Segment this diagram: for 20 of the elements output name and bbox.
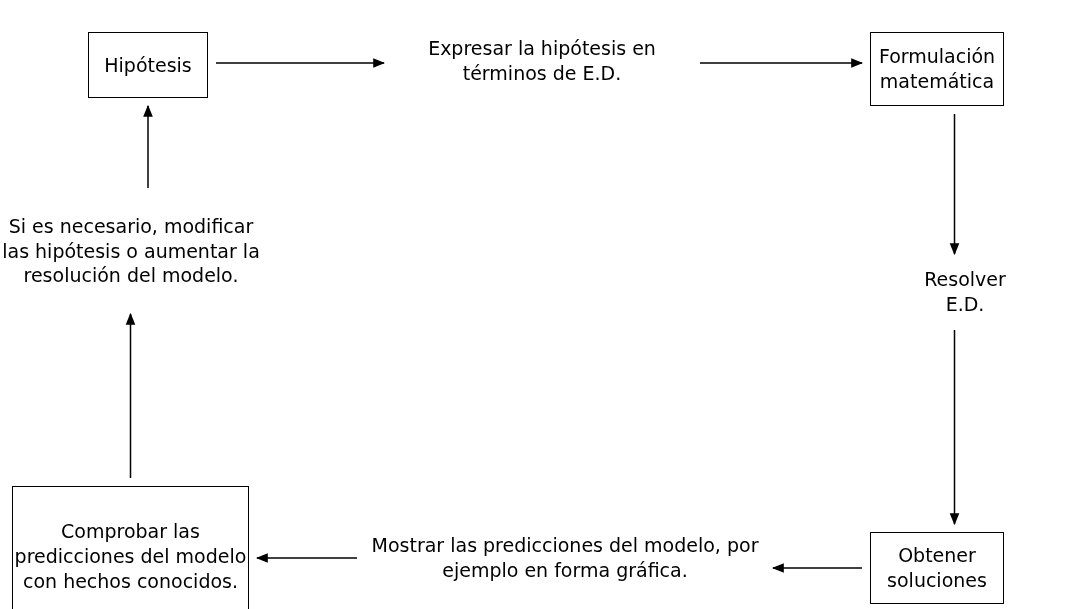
box-text: Formulación matemática bbox=[877, 44, 997, 94]
step-text: Expresar la hipótesis en términos de E.D. bbox=[392, 28, 692, 94]
arrow bbox=[215, 58, 386, 68]
arrow bbox=[771, 563, 863, 573]
box-text: Hipótesis bbox=[104, 52, 192, 78]
process-box bbox=[88, 32, 208, 98]
step-text: Si es necesario, modificar las hipótesis o aumentar la resolución del modelo. bbox=[0, 196, 262, 306]
process-box bbox=[870, 32, 1004, 106]
process-box bbox=[12, 486, 249, 609]
step-text: Mostrar las predicciones del modelo, por ejemplo en forma gráfica. bbox=[365, 510, 765, 606]
arrow bbox=[255, 553, 358, 563]
arrow bbox=[949, 113, 960, 256]
process-box bbox=[870, 532, 1004, 604]
step-text: Resolver E.D. bbox=[905, 262, 1025, 322]
arrow bbox=[125, 312, 136, 479]
arrow bbox=[699, 58, 864, 68]
arrow bbox=[949, 329, 960, 526]
box-text: Comprobar las predicciones del modelo con hechos conocidos. bbox=[13, 519, 248, 594]
box-text: Obtener soluciones bbox=[886, 543, 988, 593]
arrow bbox=[143, 104, 153, 189]
